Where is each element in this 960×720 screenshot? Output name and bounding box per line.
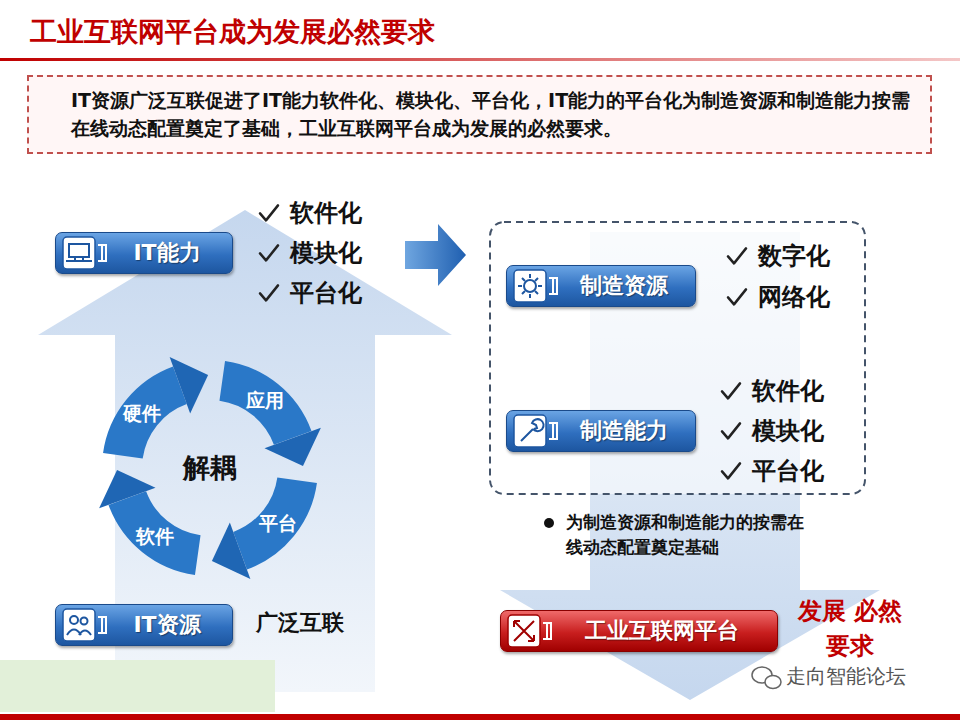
node-icon bbox=[513, 414, 561, 448]
resource-box: IT资源 bbox=[55, 604, 233, 646]
platform-box: 工业互联网平台 bbox=[500, 610, 778, 652]
summary-box: IT资源广泛互联促进了IT能力软件化、模块化、平台化，IT能力的平台化为制造资源… bbox=[27, 75, 932, 154]
capability-box: IT能力 bbox=[55, 232, 233, 274]
group-frame bbox=[490, 222, 865, 494]
slide-title: 工业互联网平台成为发展必然要求 bbox=[30, 14, 435, 50]
summary-text: IT资源广泛互联促进了IT能力软件化、模块化、平台化，IT能力的平台化为制造资源… bbox=[71, 87, 914, 142]
note-label: 广泛互联 bbox=[256, 610, 344, 636]
up-arrow-band bbox=[38, 210, 452, 692]
feature-item: 平台化 bbox=[290, 279, 362, 308]
watermark: 走向智能论坛 bbox=[786, 664, 906, 688]
feature-item: 平台化 bbox=[752, 457, 824, 486]
corner-panel bbox=[0, 660, 275, 712]
cycle-arrow-body bbox=[222, 381, 292, 438]
checkmark bbox=[260, 245, 278, 260]
decoupling-cycle bbox=[99, 357, 321, 579]
node-icon bbox=[62, 236, 110, 270]
box-label: 制造资源 bbox=[580, 271, 668, 301]
box-label: 制造能力 bbox=[580, 416, 668, 446]
wechat-icon bbox=[752, 667, 781, 689]
feature-item: 模块化 bbox=[752, 417, 824, 446]
cycle-arrow-head bbox=[170, 357, 208, 413]
checkmark bbox=[722, 423, 740, 438]
resource-box: 制造资源 bbox=[506, 265, 696, 307]
cycle-arrow-head bbox=[265, 428, 321, 466]
cycle-label: 硬件 bbox=[123, 401, 161, 424]
checkmark bbox=[260, 205, 278, 220]
cycle-label: 软件 bbox=[136, 525, 174, 548]
capability-box: 制造能力 bbox=[506, 410, 696, 452]
cycle-arrow-body bbox=[240, 480, 297, 550]
checkmark bbox=[728, 289, 746, 304]
cycle-arrow-head bbox=[99, 470, 155, 508]
bullet-dot bbox=[544, 518, 554, 528]
node-icon bbox=[507, 614, 555, 648]
box-label: IT资源 bbox=[133, 610, 200, 640]
cycle-arrow-head bbox=[212, 523, 250, 579]
feature-item: 软件化 bbox=[752, 377, 824, 406]
feature-item: 网络化 bbox=[758, 283, 830, 312]
cycle-center-label: 解耦 bbox=[183, 452, 237, 484]
checkmark bbox=[260, 285, 278, 300]
title-underline bbox=[0, 58, 960, 61]
emphasis-label: 发展 必然要求 bbox=[790, 594, 910, 664]
checkmark bbox=[722, 463, 740, 478]
cycle-label: 应用 bbox=[246, 388, 284, 411]
box-label: IT能力 bbox=[133, 238, 200, 268]
feature-item: 软件化 bbox=[290, 199, 362, 228]
checkmark bbox=[722, 383, 740, 398]
cycle-label: 平台 bbox=[259, 512, 297, 535]
node-icon bbox=[62, 608, 110, 642]
right-arrow bbox=[405, 224, 466, 286]
box-label: 工业互联网平台 bbox=[585, 616, 739, 646]
cycle-arrow-body bbox=[127, 498, 197, 555]
feature-item: 模块化 bbox=[290, 239, 362, 268]
feature-item: 数字化 bbox=[758, 242, 830, 271]
note-label: 为制造资源和制造能力的按需在线动态配置奠定基础 bbox=[566, 510, 816, 559]
cycle-arrow-body bbox=[123, 385, 180, 455]
node-icon bbox=[513, 269, 561, 303]
bottom-bar bbox=[0, 714, 960, 720]
checkmark bbox=[728, 248, 746, 263]
